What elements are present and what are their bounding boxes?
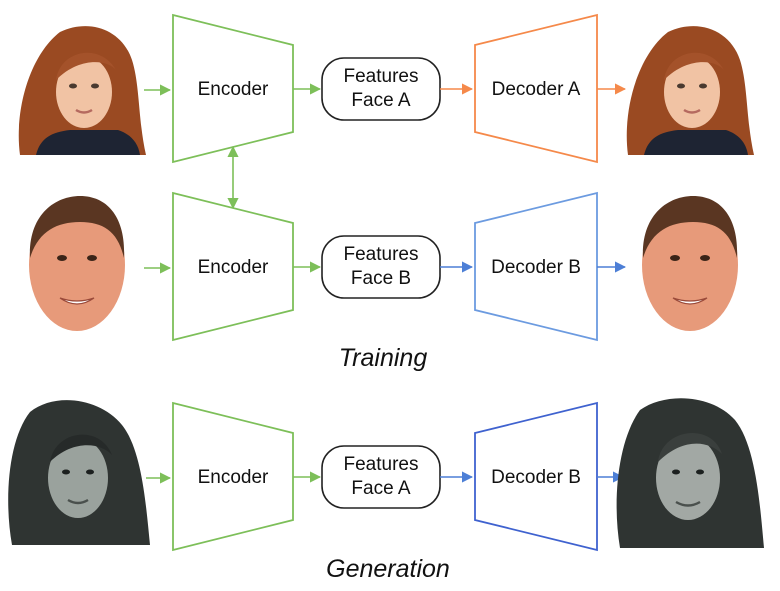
decoder-b-block [474,401,598,552]
encoder-block [172,191,294,342]
features-label-line1: Features [344,454,419,475]
decoder-a-block [474,13,598,164]
encoder-label: Encoder [198,467,269,488]
encoder-block [172,13,294,164]
decoder-b-block [474,191,598,342]
face-swap-grayscale-output-photo [616,398,764,548]
features-label-line2: Face A [351,478,410,499]
features-label-line2: Face A [351,90,410,111]
encoder-label: Encoder [198,257,269,278]
encoder-block [172,401,294,552]
face-b-input-photo [29,196,125,331]
decoder-label: Decoder A [492,79,581,100]
face-b-output-photo [642,196,738,331]
features-label-line2: Face B [351,268,411,289]
face-a-grayscale-input-photo [8,400,150,545]
decoder-label: Decoder B [491,467,581,488]
features-label-line1: Features [344,244,419,265]
decoder-label: Decoder B [491,257,581,278]
features-label-line1: Features [344,66,419,87]
face-a-input-photo [18,26,146,155]
encoder-label: Encoder [198,79,269,100]
generation-caption: Generation [326,555,450,583]
row-face-a: Encoder Features Face A Decoder A [18,13,754,164]
row-generation: Encoder Features Face A Decoder B [8,398,764,552]
row-face-b: Encoder Features Face B Decoder B [29,191,738,342]
face-a-output-photo [626,26,754,155]
training-caption: Training [339,344,428,372]
